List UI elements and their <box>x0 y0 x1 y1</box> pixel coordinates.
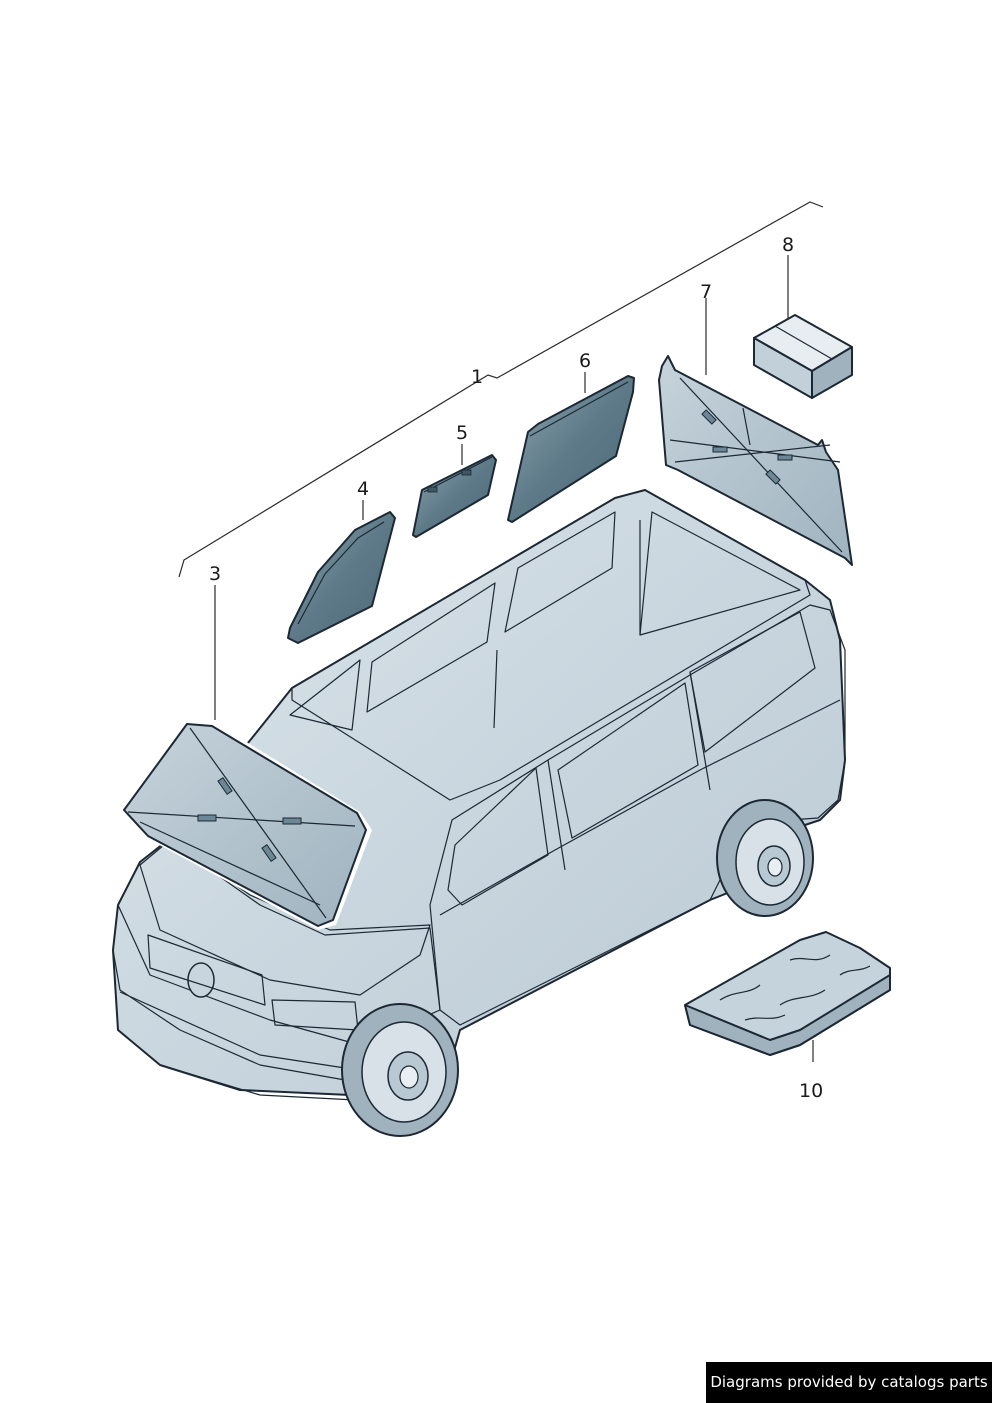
part-10-storage-bag[interactable] <box>684 931 891 1056</box>
footer-attribution: Diagrams provided by catalogs parts <box>706 1362 992 1403</box>
callout-8: 8 <box>782 234 794 256</box>
part-4-front-window-shade[interactable] <box>287 511 396 644</box>
part-7-rear-window-shade[interactable] <box>658 355 853 566</box>
part-8-storage-box[interactable] <box>753 314 853 399</box>
kit-bracket-line <box>178 201 824 578</box>
callout-4: 4 <box>357 478 369 500</box>
part-6-sliding-window-shade[interactable] <box>507 375 635 523</box>
callout-10: 10 <box>799 1080 823 1102</box>
callout-6: 6 <box>579 350 591 372</box>
van-illustration <box>112 489 846 1137</box>
part-3-windscreen-shade[interactable] <box>120 720 372 930</box>
leader-lines <box>214 255 814 1062</box>
callout-7: 7 <box>700 281 712 303</box>
callout-5: 5 <box>456 422 468 444</box>
callout-3: 3 <box>209 563 221 585</box>
part-5-small-window-shade[interactable] <box>412 454 497 538</box>
callout-1: 1 <box>471 366 483 388</box>
callout-labels: 1 3 4 5 6 7 8 10 <box>209 234 823 1102</box>
